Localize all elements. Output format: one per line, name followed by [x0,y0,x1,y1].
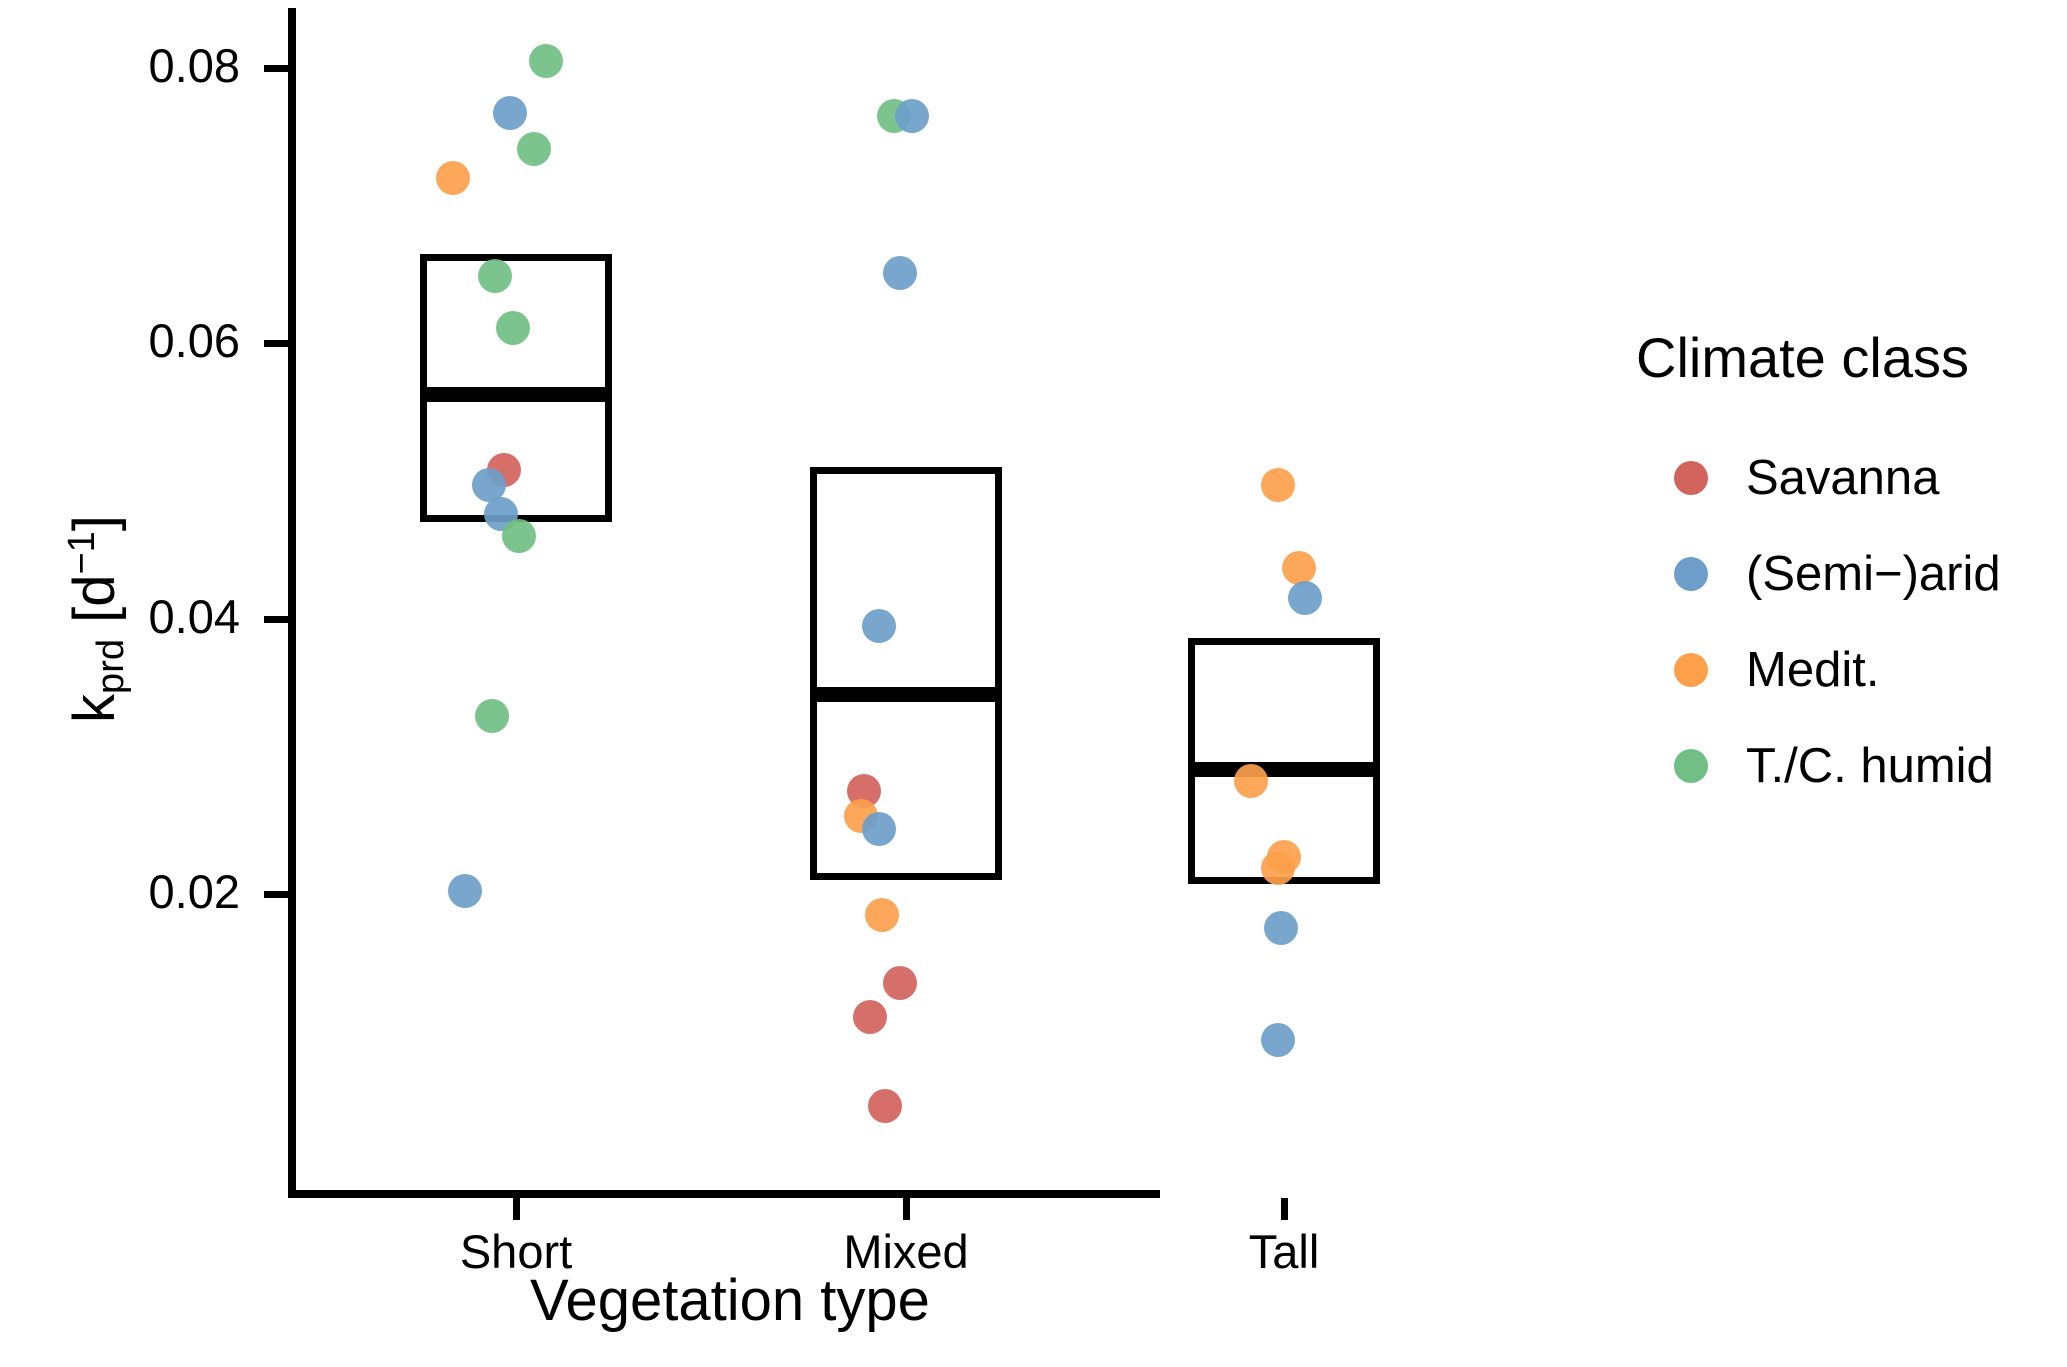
x-axis-line [288,1190,1160,1198]
data-point [865,897,899,932]
data-point [478,258,512,293]
y-axis-title-unit-close: ] [62,515,127,532]
legend-item-2[interactable]: Medit. [1636,622,2066,718]
x-tick-label: Tall [1248,1225,1320,1278]
data-point [436,161,470,196]
y-tick-label: 0.06 [148,314,240,368]
x-axis-title: Vegetation type [530,1268,930,1333]
y-axis-title-unit-open: [d [62,574,127,640]
data-point [862,608,896,643]
box-mixed [810,467,1002,881]
legend-dot-icon [1674,749,1708,783]
legend-dot-icon [1674,653,1708,687]
y-axis-title-sup: −1 [61,531,103,575]
y-axis-title: kprd [d−1] [61,299,132,939]
data-point [493,96,527,131]
data-point [472,468,506,503]
legend-key [1636,461,1746,495]
legend-item-0[interactable]: Savanna [1636,430,2066,526]
data-point [496,311,530,346]
data-point [1234,764,1268,799]
x-tick-label: Mixed [843,1225,969,1278]
legend-key [1636,749,1746,783]
legend-label: Savanna [1746,450,1940,505]
data-point [475,699,509,734]
y-tick-label: 0.02 [148,865,240,918]
legend-item-1[interactable]: (Semi−)arid [1636,526,2066,622]
data-point [502,519,536,554]
legend-title: Climate class [1636,326,1969,389]
y-axis-line [288,8,296,1198]
data-point [868,1089,902,1123]
legend-dot-icon [1674,557,1708,591]
data-point [1264,911,1298,946]
y-tick-label: 0.08 [148,39,240,92]
legend-item-3[interactable]: T./C. humid [1636,718,2066,814]
y-axis-title-sub: prd [90,639,132,694]
data-point [1261,468,1295,503]
data-point [1282,550,1316,585]
data-point [883,256,917,291]
y-tick-label: 0.04 [148,589,240,643]
y-tick [264,65,288,72]
data-point [448,874,482,909]
legend-key [1636,653,1746,687]
x-tick [513,1198,520,1220]
data-point [862,812,896,847]
data-point [895,99,929,134]
data-point [517,132,551,167]
data-point [1288,581,1322,616]
y-tick [264,891,288,898]
data-point [1261,1022,1295,1057]
y-tick [264,615,288,623]
y-tick [264,340,288,348]
legend-key [1636,557,1746,591]
median-line-tall [1188,761,1380,777]
x-tick-label: Short [459,1225,573,1278]
legend-label: (Semi−)arid [1746,546,2001,601]
data-point [529,44,563,79]
legend-dot-icon [1674,461,1708,495]
legend-label: Medit. [1746,642,1880,697]
median-line-mixed [810,687,1002,703]
median-line-short [420,387,612,403]
data-point [883,966,917,1001]
data-point [853,999,887,1034]
x-tick [1281,1198,1288,1220]
y-axis-title-base: k [62,693,127,723]
data-point [1261,850,1295,885]
x-tick [903,1198,910,1220]
legend-label: T./C. humid [1746,738,1994,793]
